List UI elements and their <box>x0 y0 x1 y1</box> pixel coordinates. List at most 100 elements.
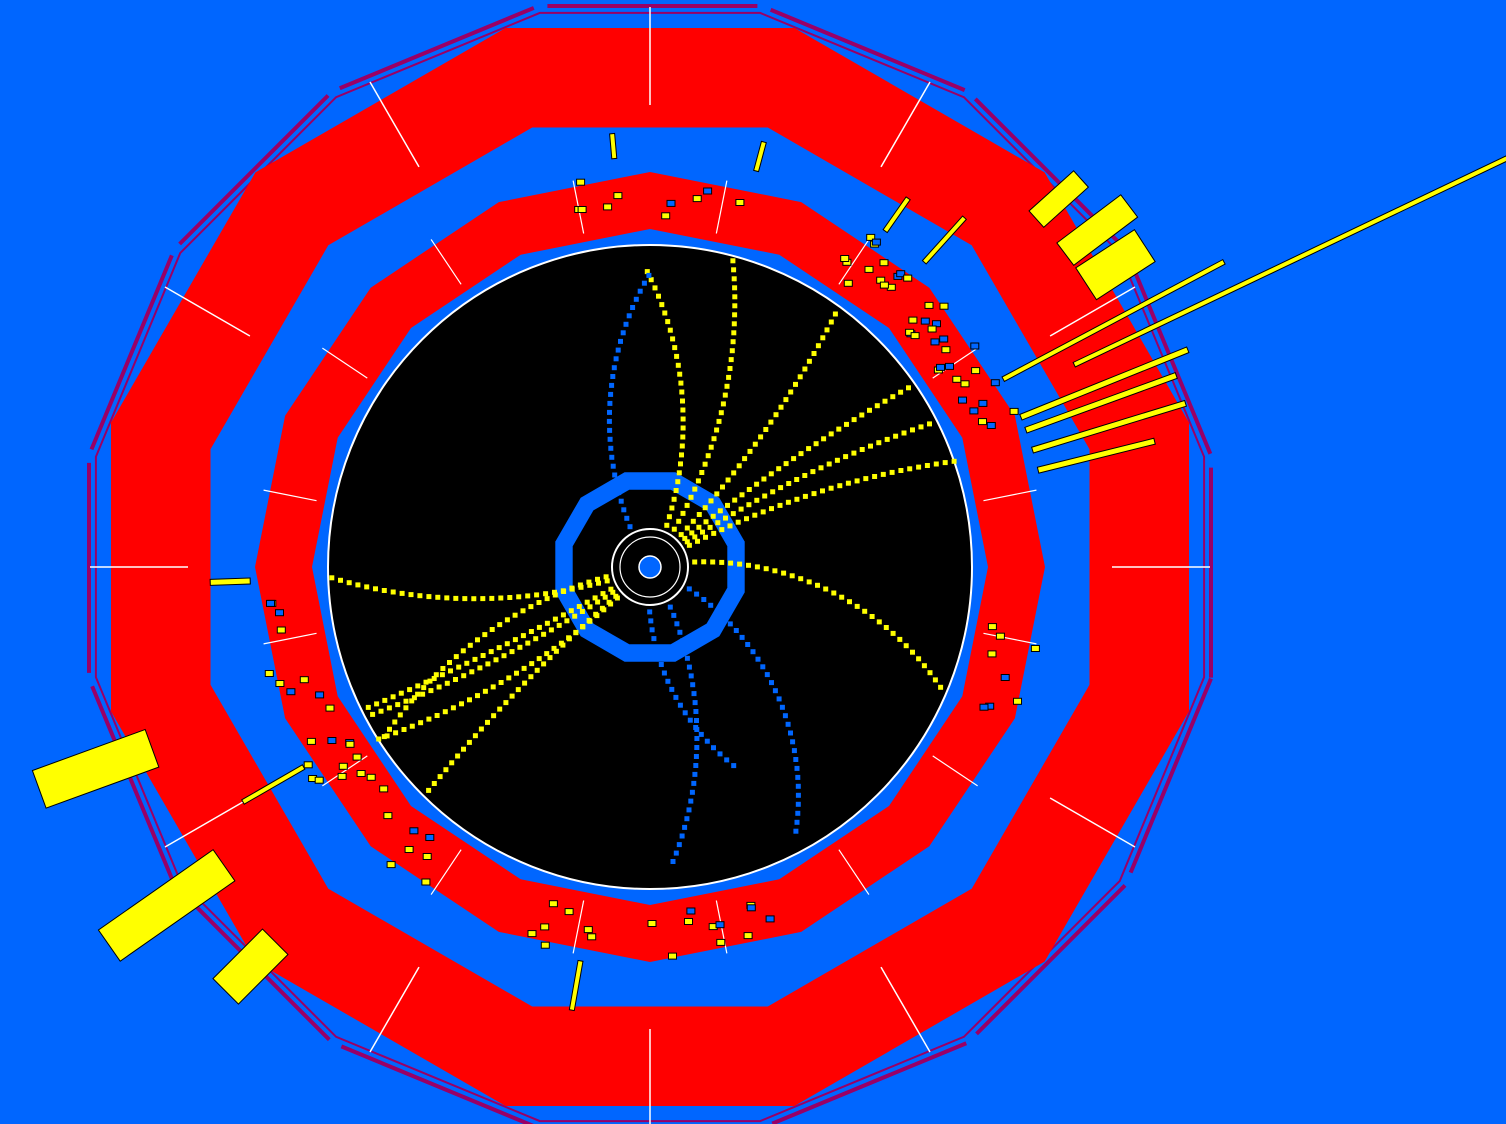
track-hit <box>453 654 459 660</box>
inner-ring-divider <box>322 755 368 787</box>
energy-tower <box>609 132 618 160</box>
track-hit <box>693 754 699 759</box>
track-hit <box>727 366 733 371</box>
track-hit <box>714 608 720 614</box>
track-hit <box>690 682 696 688</box>
track-hit <box>609 382 615 388</box>
track-hit <box>897 636 903 642</box>
track-hit <box>594 613 600 619</box>
calorimeter-cell <box>668 952 677 960</box>
track-hit <box>711 436 717 442</box>
track-hit <box>455 753 461 759</box>
track-hit <box>595 599 601 605</box>
calorimeter-cell <box>910 332 920 340</box>
track-hit <box>921 663 927 669</box>
track-hit <box>381 734 387 740</box>
calorimeter-cell <box>299 676 309 684</box>
calorimeter-cell <box>871 238 881 246</box>
track-hit <box>752 441 758 447</box>
track-hit <box>851 450 857 456</box>
track-hit <box>718 410 724 416</box>
track-hit <box>761 476 767 482</box>
energy-tower <box>1024 372 1178 434</box>
track-hit <box>724 383 730 389</box>
track-hit <box>727 621 733 627</box>
energy-tower-group <box>753 140 767 173</box>
track-hit <box>932 677 938 683</box>
track-hit <box>927 421 932 427</box>
energy-deposits <box>31 0 1506 1012</box>
track-hit <box>672 345 678 351</box>
track-hit <box>854 603 860 609</box>
track-hit <box>346 580 352 586</box>
outer-ring-divider <box>880 966 931 1053</box>
calorimeter-cell <box>908 316 918 324</box>
track-hit <box>656 653 661 659</box>
track-hit <box>719 559 725 565</box>
track-hit <box>355 582 361 588</box>
track-hit <box>717 751 723 757</box>
calorimeter-cell <box>969 407 979 415</box>
energy-tower <box>97 849 236 962</box>
calorimeter-cell <box>379 785 389 793</box>
track-hit <box>720 401 726 407</box>
track-hit <box>732 294 738 300</box>
track-hit <box>927 670 933 676</box>
calorimeter-cell <box>952 375 962 383</box>
track-hit <box>403 698 409 704</box>
track-hit <box>648 618 654 624</box>
track-hit <box>384 733 390 739</box>
track-hit <box>665 678 671 684</box>
track-hit <box>467 697 472 703</box>
track-hit <box>525 640 531 646</box>
track-hit <box>437 774 443 780</box>
calorimeter-cell <box>986 422 996 429</box>
track-hit <box>450 705 456 711</box>
track-hit <box>696 512 702 517</box>
track-hit <box>793 381 798 387</box>
track-hit <box>610 463 616 469</box>
track-hit <box>656 293 661 299</box>
calorimeter-cell <box>978 418 987 426</box>
track-hit <box>466 739 472 745</box>
calorimeter-cell <box>266 599 275 607</box>
track-hit <box>504 641 510 647</box>
track-hit <box>815 582 820 588</box>
track-hit <box>576 604 582 609</box>
track-hit <box>608 601 614 607</box>
energy-tower-group <box>212 928 289 1005</box>
track-hit <box>889 469 895 475</box>
track-hit <box>461 746 466 752</box>
track-hit <box>732 303 738 309</box>
track-hit <box>700 529 705 535</box>
track-hit <box>528 604 534 610</box>
track-hit <box>837 483 843 489</box>
track-hit <box>695 538 700 544</box>
track-hit <box>544 620 550 626</box>
track-hit <box>543 591 549 597</box>
track-hit <box>644 269 650 275</box>
track-hit <box>933 461 939 467</box>
track-hit <box>903 643 909 649</box>
inner-ring-divider <box>838 849 870 895</box>
track-hit <box>614 595 620 601</box>
track-hit <box>708 602 714 608</box>
track-hit <box>675 479 681 485</box>
track-hit <box>433 672 439 678</box>
calorimeter-cell <box>264 670 274 677</box>
track-hit <box>403 705 409 711</box>
track-hit <box>728 560 734 566</box>
track-hit <box>791 456 797 462</box>
track-hit <box>477 665 483 671</box>
track-hit <box>815 343 821 349</box>
energy-tower <box>1075 229 1156 301</box>
track-hit <box>752 512 758 518</box>
track-hit <box>677 702 683 708</box>
track-hit <box>553 648 559 654</box>
track-hit <box>544 651 550 657</box>
calorimeter-cell <box>995 632 1005 640</box>
outer-ring-divider <box>880 81 931 168</box>
track-hit <box>794 496 800 502</box>
track-hit <box>682 535 688 541</box>
